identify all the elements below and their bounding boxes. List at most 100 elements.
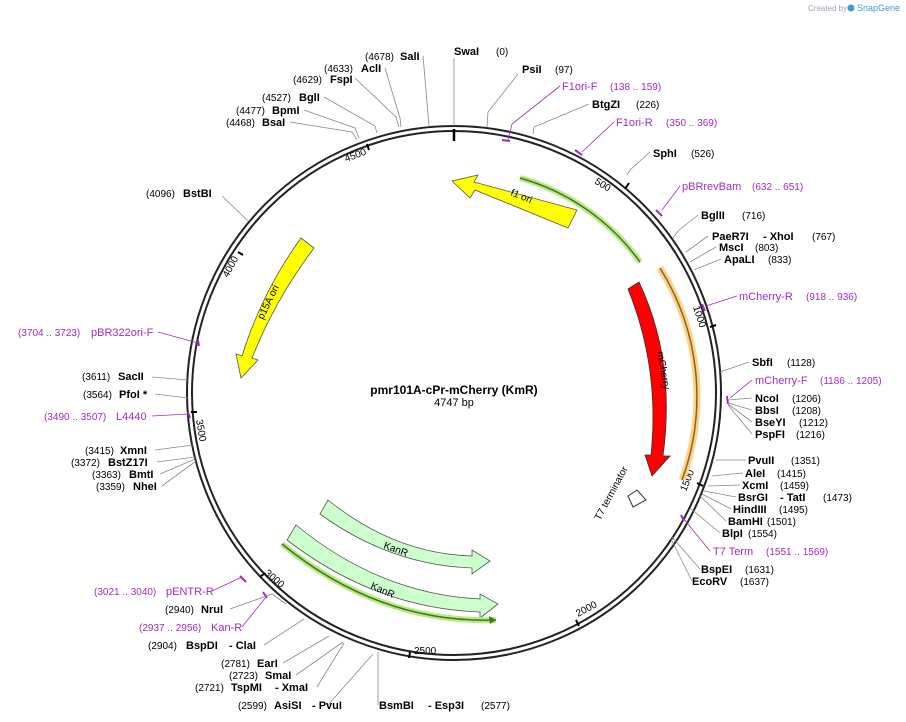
site-name[interactable]: EarI bbox=[257, 658, 278, 670]
site-name[interactable]: AleI bbox=[745, 468, 765, 480]
site-name[interactable]: BlpI bbox=[722, 528, 743, 540]
tick-4500 bbox=[366, 143, 370, 151]
site-name[interactable]: BamHI bbox=[728, 516, 763, 528]
primer-name[interactable]: T7 Term bbox=[713, 546, 753, 558]
site-name[interactable]: PfoI * bbox=[119, 389, 148, 401]
primer-name[interactable]: F1ori-R bbox=[616, 117, 653, 129]
site-name[interactable]: XcmI bbox=[742, 480, 768, 492]
site-name[interactable]: BsmBI bbox=[379, 700, 414, 712]
site-name[interactable]: - XhoI bbox=[763, 231, 794, 243]
site-name[interactable]: - Esp3I bbox=[428, 700, 464, 712]
site-name[interactable]: HindIII bbox=[733, 504, 767, 516]
leader-ecorv bbox=[670, 538, 693, 582]
leader-bspdi bbox=[263, 618, 305, 646]
site-name[interactable]: MscI bbox=[719, 242, 743, 254]
created-by-text: Created by bbox=[808, 4, 847, 13]
site-name[interactable]: BstBI bbox=[183, 188, 212, 200]
leader-fspi bbox=[354, 77, 400, 128]
kanr-feature-arrow-1[interactable] bbox=[319, 499, 491, 575]
site-name[interactable]: SalI bbox=[400, 51, 420, 63]
site-name[interactable]: PvuII bbox=[748, 455, 774, 467]
leader-nhei bbox=[161, 460, 197, 487]
site-name[interactable]: PsiI bbox=[522, 64, 542, 76]
p15a-ori-feature-arrow[interactable] bbox=[235, 237, 315, 379]
f1ori-feature-arrow[interactable] bbox=[451, 174, 578, 229]
leader-apali bbox=[693, 258, 722, 271]
site-name[interactable]: BstZ17I bbox=[108, 457, 148, 469]
site-name[interactable]: BglII bbox=[701, 210, 725, 222]
site-name[interactable]: NcoI bbox=[755, 393, 779, 405]
primer-name[interactable]: mCherry-R bbox=[739, 291, 793, 303]
site-name[interactable]: BseYI bbox=[755, 417, 786, 429]
primer-name[interactable]: L4440 bbox=[116, 411, 147, 423]
t7-terminator-feature[interactable] bbox=[627, 489, 647, 508]
site-name[interactable]: PaeR7I bbox=[712, 231, 749, 243]
kanr-label-1: KanR bbox=[382, 540, 409, 559]
site-name[interactable]: - ClaI bbox=[229, 640, 256, 652]
site-name[interactable]: EcoRV bbox=[692, 576, 728, 588]
snapgene-text: SnapGene bbox=[857, 3, 900, 13]
leader-tspmi bbox=[316, 642, 345, 688]
site-name[interactable]: TspMI bbox=[231, 682, 262, 694]
leader-blpi bbox=[689, 507, 721, 534]
primer-name[interactable]: mCherry-F bbox=[755, 375, 808, 387]
leader-smai bbox=[295, 641, 344, 676]
primer-labels: F1ori-F (138 .. 159) F1ori-R (350 .. 369… bbox=[18, 81, 882, 634]
site-name[interactable]: PspFI bbox=[755, 429, 785, 441]
tick-label-3500: 3500 bbox=[193, 419, 208, 443]
site-name[interactable]: - XmaI bbox=[275, 682, 308, 694]
site-position: (3359) bbox=[96, 482, 125, 493]
site-name[interactable]: AclI bbox=[361, 63, 381, 75]
site-name[interactable]: SbfI bbox=[752, 357, 773, 369]
site-name[interactable]: BsrGI bbox=[738, 492, 768, 504]
site-name[interactable]: BpmI bbox=[272, 105, 300, 117]
kanr-feature-arrow-2[interactable] bbox=[286, 524, 499, 619]
site-name[interactable]: SacII bbox=[118, 371, 144, 383]
site-name[interactable]: BtgZI bbox=[592, 99, 620, 111]
site-name[interactable]: BglI bbox=[299, 92, 320, 104]
primer-name[interactable]: pBRrevBam bbox=[682, 181, 741, 193]
leader-bmti bbox=[159, 458, 196, 475]
primer-name[interactable]: Kan-R bbox=[211, 622, 242, 634]
t7-terminator-label: T7 terminator bbox=[593, 464, 631, 522]
mcherry-feature-arrow[interactable] bbox=[627, 281, 671, 477]
site-name[interactable]: BmtI bbox=[129, 469, 153, 481]
site-name[interactable]: BspEI bbox=[701, 564, 732, 576]
site-name[interactable]: SmaI bbox=[265, 670, 291, 682]
site-name[interactable]: - PvuI bbox=[312, 700, 342, 712]
primer-name[interactable]: F1ori-F bbox=[562, 81, 598, 93]
site-name[interactable]: AsiSI bbox=[274, 700, 302, 712]
map-length: 4747 bp bbox=[434, 397, 474, 409]
site-position: (1459) bbox=[780, 481, 809, 492]
primer-name[interactable]: pENTR-R bbox=[166, 586, 214, 598]
site-name[interactable]: SwaI bbox=[454, 46, 479, 58]
site-name[interactable]: NheI bbox=[133, 481, 157, 493]
leader-xcmi bbox=[707, 484, 741, 487]
site-name[interactable]: NruI bbox=[201, 604, 223, 616]
site-name[interactable]: SphI bbox=[653, 148, 677, 160]
site-name[interactable]: - TatI bbox=[780, 492, 805, 504]
site-position: (1208) bbox=[792, 406, 821, 417]
site-position: (2940) bbox=[165, 605, 194, 616]
primer-position: (1551 .. 1569) bbox=[766, 547, 828, 558]
site-position: (4468) bbox=[226, 118, 255, 129]
leader-t7term bbox=[682, 517, 711, 552]
leader-bseyi bbox=[727, 403, 753, 423]
leader-ncoi bbox=[727, 397, 753, 401]
primer-marks bbox=[187, 139, 729, 599]
primer-position: (918 .. 936) bbox=[806, 292, 857, 303]
leader-bpmi bbox=[303, 109, 360, 139]
site-name[interactable]: FspI bbox=[330, 74, 353, 86]
site-position: (1637) bbox=[740, 577, 769, 588]
primer-position: (3021 .. 3040) bbox=[94, 587, 156, 598]
leader-bamhi bbox=[699, 495, 727, 522]
primer-position: (138 .. 159) bbox=[610, 82, 661, 93]
site-name[interactable]: BbsI bbox=[755, 405, 779, 417]
tick-label-500: 500 bbox=[592, 176, 612, 194]
site-name[interactable]: BspDI bbox=[186, 640, 218, 652]
site-name[interactable]: ApaLI bbox=[724, 254, 755, 266]
primer-name[interactable]: pBR322ori-F bbox=[91, 327, 154, 339]
site-name[interactable]: BsaI bbox=[262, 117, 285, 129]
site-name[interactable]: XmnI bbox=[120, 445, 147, 457]
site-position: (1128) bbox=[787, 358, 815, 369]
